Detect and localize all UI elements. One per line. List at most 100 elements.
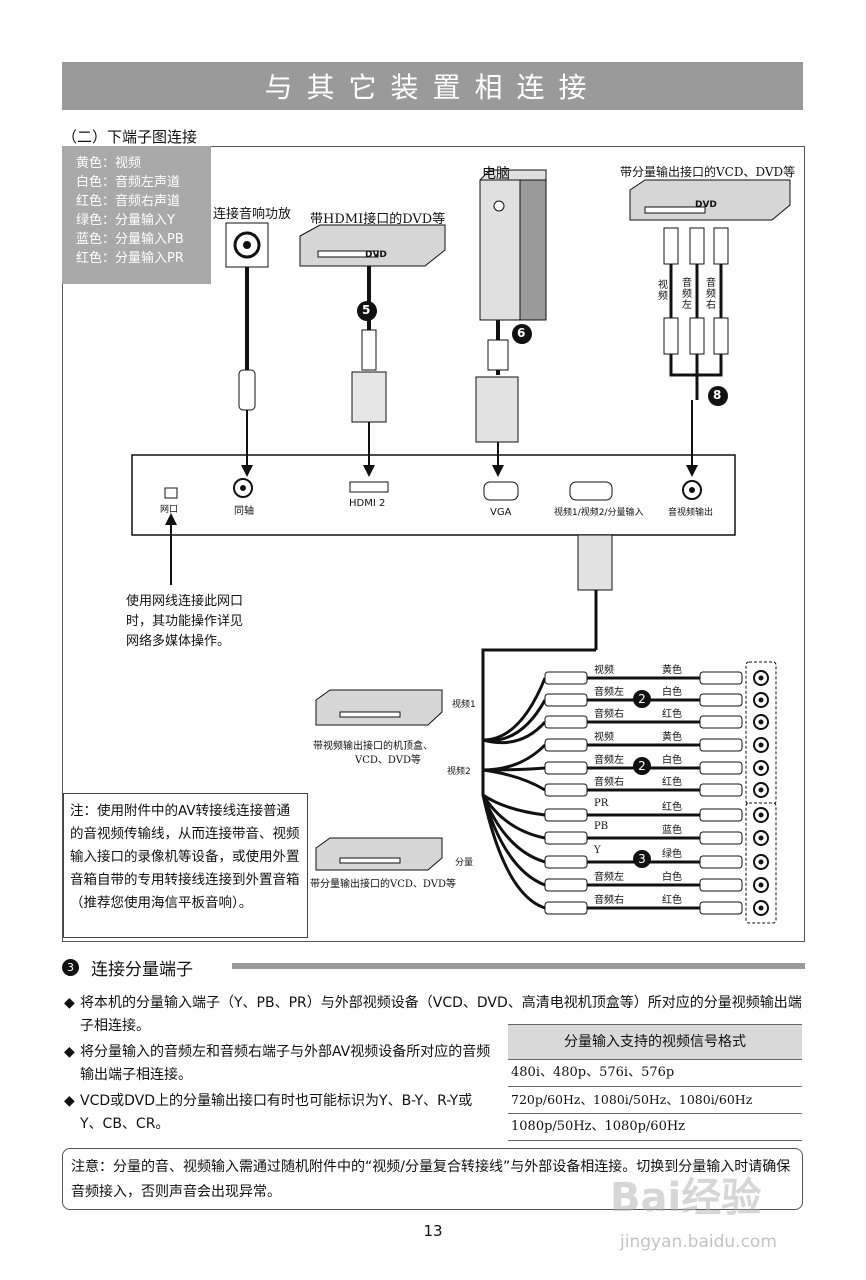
rca-plug-right — [699, 783, 743, 797]
rca-plug-left — [544, 783, 588, 797]
section-title: （二）下端子图连接 — [62, 128, 198, 146]
pc-label: 电脑 — [482, 166, 510, 182]
section-heading-3: 3 连接分量端子 — [62, 955, 193, 980]
rca-plug-right — [699, 855, 743, 869]
stb-device — [315, 689, 443, 726]
dvd-logo: DVD — [365, 250, 387, 260]
component-dvd-bottom — [315, 837, 443, 871]
rca-plug-left — [544, 715, 588, 729]
marker-2: 2 — [633, 757, 651, 775]
lan-note-line: 网络多媒体操作。 — [126, 634, 231, 649]
av-input-jack-center — [758, 835, 764, 841]
av-input-jack-center — [758, 882, 764, 888]
component-top-label: 带分量输出接口的VCD、DVD等 — [620, 165, 796, 179]
heading-bar — [232, 963, 805, 969]
marker-5: 5 — [362, 303, 371, 317]
rca-plug-left — [544, 761, 588, 775]
signal-format-table: 分量输入支持的视频信号格式 480i、480p、576i、576p 720p/6… — [508, 1024, 802, 1141]
table-row: 480i、480p、576i、576p — [508, 1060, 802, 1087]
vga-plug — [475, 376, 519, 443]
row-signal-label: Y — [594, 845, 601, 856]
rca-plug-left — [544, 831, 588, 845]
bullet-list: ◆将本机的分量输入端子（Y、PB、PR）与外部视频设备（VCD、DVD、高清电视… — [64, 992, 804, 1139]
rca-plug-left — [544, 693, 588, 707]
av-input-jack-center — [758, 787, 764, 793]
table-row: 720p/60Hz、1080i/50Hz、1080i/60Hz — [508, 1087, 802, 1114]
av-input-jack-center — [758, 859, 764, 865]
port-label-lan: 网口 — [160, 505, 179, 515]
row-signal-label: 音频左 — [594, 687, 624, 698]
av-input-jack-center — [758, 675, 764, 681]
row-signal-label: 视频 — [594, 665, 614, 676]
cable-label-audio-r: 音频右 — [706, 278, 716, 311]
bullet-item: ◆将本机的分量输入端子（Y、PB、PR）与外部视频设备（VCD、DVD、高清电视… — [64, 995, 802, 1034]
section-number: 3 — [62, 959, 79, 976]
page-title: 与其它装置相连接 — [62, 62, 803, 110]
port-label-hdmi: HDMI 2 — [349, 498, 386, 509]
row-signal-label: 音频右 — [594, 895, 624, 906]
rca-plug-right — [699, 693, 743, 707]
bullet-item: ◆将分量输入的音频左和音频右端子与外部AV视频设备所对应的音频输出端子相连接。 — [64, 1044, 491, 1083]
row-signal-label: 音频左 — [594, 872, 624, 883]
table-row: 1080p/50Hz、1080p/60Hz — [508, 1114, 802, 1141]
legend-item: 蓝色：分量输入PB — [76, 232, 184, 247]
component-bottom-label: 带分量输出接口的VCD、DVD等 — [310, 879, 456, 890]
row-color-label: 白色 — [662, 755, 682, 766]
av-input-jack-center — [758, 742, 764, 748]
rca-plug-left — [544, 901, 588, 915]
video-in-port — [569, 481, 613, 501]
legend-item: 白色：音频左声道 — [76, 175, 181, 190]
dvd-logo: DVD — [695, 200, 717, 210]
rca-plug-right — [699, 831, 743, 845]
rca-plug-right — [699, 878, 743, 892]
stb-label: 带视频输出接口的机顶盒、 — [313, 741, 433, 752]
rca-plug-right — [699, 671, 743, 685]
av-input-jack-center — [758, 719, 764, 725]
av-adapter-note: 注：使用附件中的AV转接线连接普通的音视频传输线，从而连接带音、视频输入接口的录… — [63, 793, 308, 938]
rca-plug-right — [699, 715, 743, 729]
port-label-av-out: 音视频输出 — [668, 508, 714, 518]
vga-port — [483, 481, 519, 501]
watermark-logo: Bai经验 — [610, 1175, 762, 1221]
row-color-label: 红色 — [662, 895, 682, 906]
row-signal-label: 视频 — [594, 732, 614, 743]
port-label-coax: 同轴 — [234, 506, 254, 517]
rca-plug-left — [544, 738, 588, 752]
row-color-label: 黄色 — [662, 665, 682, 676]
av-input-jack-center — [758, 765, 764, 771]
row-signal-label: 音频左 — [594, 755, 624, 766]
group-label-video2: 视频2 — [447, 767, 471, 777]
av-input-jack-center — [758, 812, 764, 818]
cable-label-video: 视频 — [658, 280, 668, 302]
row-color-label: 红色 — [662, 802, 682, 813]
group-label-video1: 视频1 — [452, 700, 476, 710]
table-header: 分量输入支持的视频信号格式 — [508, 1024, 802, 1060]
cable-label-audio-l: 音频左 — [682, 278, 692, 311]
bullet-item: ◆VCD或DVD上的分量输出接口有时也可能标识为Y、B-Y、R-Y或Y、CB、C… — [64, 1093, 473, 1132]
rca-plug-right — [699, 761, 743, 775]
rca-plug-right — [699, 808, 743, 822]
bullet-text: 将本机的分量输入端子（Y、PB、PR）与外部视频设备（VCD、DVD、高清电视机… — [80, 995, 802, 1034]
tv-panel — [131, 454, 736, 536]
row-color-label: 红色 — [662, 709, 682, 720]
legend-item: 黄色：视频 — [76, 156, 142, 171]
row-color-label: 黄色 — [662, 732, 682, 743]
row-signal-label: 音频右 — [594, 709, 624, 720]
row-signal-label: PR — [594, 798, 609, 809]
marker-2: 2 — [633, 690, 651, 708]
section-heading-text: 连接分量端子 — [91, 960, 193, 980]
row-color-label: 绿色 — [662, 849, 682, 860]
rca-plug-left — [544, 671, 588, 685]
component-note: 注意：分量的音、视频输入需通过随机附件中的“视频/分量复合转接线”与外部设备相连… — [62, 1148, 803, 1210]
rca-plug-right — [699, 901, 743, 915]
coax-plug — [238, 369, 256, 411]
marker-3: 3 — [633, 850, 651, 868]
diagram-frame — [62, 146, 805, 942]
legend-item: 红色：音频右声道 — [76, 194, 181, 209]
hdmi-plug — [351, 371, 387, 423]
av-input-jack-center — [758, 697, 764, 703]
lan-note: 使用网线连接此网口 时，其功能操作详见 网络多媒体操作。 — [126, 592, 243, 652]
bullet-text: 将分量输入的音频左和音频右端子与外部AV视频设备所对应的音频输出端子相连接。 — [80, 1044, 491, 1083]
rca-plug-left — [544, 878, 588, 892]
